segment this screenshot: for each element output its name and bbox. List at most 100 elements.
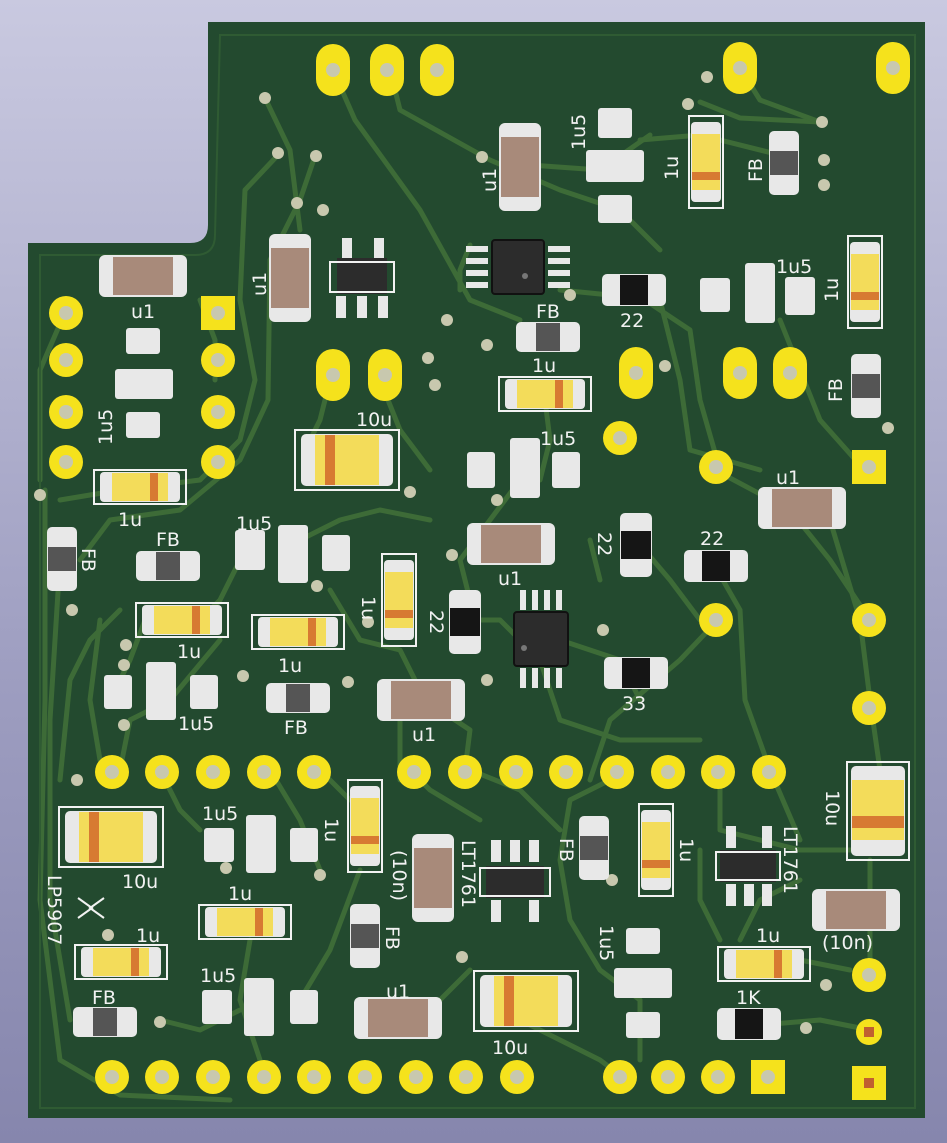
- cap-1u-mid2: [381, 553, 417, 647]
- label-fb-mid2: FB: [284, 717, 308, 739]
- label-10u-c: 10u: [821, 790, 843, 826]
- cap-10n-b: [812, 889, 900, 931]
- label-u1-left: u1: [131, 301, 155, 323]
- label-u1-bot: u1: [386, 981, 410, 1003]
- cap-1u-mid: [498, 376, 592, 412]
- pad-right-5: [852, 958, 886, 992]
- cap-10u-c: [846, 761, 910, 861]
- sot23-top: [329, 238, 395, 318]
- cap-1u5-botleft3: [202, 978, 318, 1036]
- pad-right-3: [852, 603, 886, 637]
- ic-msop-top: [466, 239, 570, 295]
- cap-10n-a: [412, 834, 454, 922]
- cap-1u5-botright: [614, 928, 672, 1038]
- label-u1-top-mid: u1: [479, 168, 501, 192]
- label-fb-left2: FB: [156, 529, 180, 551]
- label-1u-botleft: 1u: [228, 883, 252, 905]
- pad-left-6: [201, 395, 235, 429]
- cap-1u5-botleft2: [204, 815, 318, 873]
- label-22-a: 22: [620, 310, 644, 332]
- cap-1u5-botleft1: [104, 662, 218, 720]
- label-22-c: 22: [700, 528, 724, 550]
- res-1k: [717, 1008, 781, 1040]
- label-1u-botright: 1u: [675, 838, 697, 862]
- pad-mid-2: [368, 349, 402, 401]
- label-lt1761-a: LT1761: [457, 840, 479, 908]
- cap-1u-left: [93, 469, 187, 505]
- res-33: [604, 657, 668, 689]
- cap-1u5-left: [115, 328, 173, 438]
- label-1u5-top: 1u5: [568, 114, 590, 150]
- label-u1-right1: u1: [776, 467, 800, 489]
- cap-10u-a: [294, 429, 400, 491]
- pad-top-1: [316, 44, 350, 96]
- pad-right-sq: [852, 450, 886, 484]
- cap-u1-left: [99, 255, 187, 297]
- label-1u-mid2: 1u: [357, 596, 379, 620]
- ic-lt1761-a: [479, 840, 551, 922]
- pad-top-2: [370, 44, 404, 96]
- fb-topright: [769, 131, 799, 195]
- pad-top-4: [723, 42, 757, 94]
- pad-right-via: [603, 421, 637, 455]
- cap-1u-botmid: [347, 779, 383, 873]
- cap-1u-botleft: [198, 904, 292, 940]
- cap-u1-top-mid: [499, 123, 541, 211]
- fb-mid2: [266, 683, 330, 713]
- label-1u5-botright: 1u5: [595, 925, 617, 961]
- cap-1u-left2: [251, 614, 345, 650]
- label-fb-topright: FB: [745, 158, 767, 182]
- res-22-a: [602, 274, 666, 306]
- label-fb-mid: FB: [536, 301, 560, 323]
- cap-10u-b: [58, 806, 164, 868]
- cap-1u-botleft2: [74, 944, 168, 980]
- label-fb-bot2: FB: [381, 926, 403, 950]
- pad-left-2: [49, 343, 83, 377]
- label-10n-a: (10n): [388, 850, 410, 901]
- pad-right-1: [699, 450, 733, 484]
- fb-left2: [136, 551, 200, 581]
- cap-u1-right1: [758, 487, 846, 529]
- label-u1-mid2: u1: [412, 724, 436, 746]
- pad-mid-5: [773, 347, 807, 399]
- label-1u-botright2: 1u: [756, 925, 780, 947]
- label-fb-bot1: FB: [555, 838, 577, 862]
- label-1u-botleft2: 1u: [136, 925, 160, 947]
- cap-u1-bot: [354, 997, 442, 1039]
- pad-right-sq2: [852, 1066, 886, 1100]
- cap-u1-mid1: [467, 523, 555, 565]
- label-1u5-leftlow: 1u5: [236, 513, 272, 535]
- fb-bot1: [579, 816, 609, 880]
- label-1k: 1K: [736, 987, 761, 1009]
- label-10u-a: 10u: [356, 409, 392, 431]
- cap-1u-botright: [638, 803, 674, 897]
- label-33: 33: [622, 693, 646, 715]
- pad-top-5: [876, 42, 910, 94]
- label-10u-d: 10u: [492, 1037, 528, 1059]
- label-u1-top-left: u1: [249, 272, 271, 296]
- cap-10u-d: [473, 970, 579, 1032]
- label-1u5-botleft1: 1u5: [178, 713, 214, 735]
- fb-bot3: [73, 1007, 137, 1037]
- pad-right-6: [856, 1019, 882, 1045]
- pad-left-5: [201, 343, 235, 377]
- label-1u5-botleft2: 1u5: [202, 803, 238, 825]
- fb-right: [851, 354, 881, 418]
- cap-1u5-mid: [467, 438, 580, 498]
- label-1u-topright: 1u: [661, 156, 683, 180]
- label-1u-left: 1u: [118, 509, 142, 531]
- label-22-d: 22: [425, 610, 447, 634]
- ic-msop-mid: [513, 590, 569, 688]
- pad-right-2: [699, 603, 733, 637]
- cap-1u-botright2: [717, 946, 811, 982]
- res-22-d: [449, 590, 481, 654]
- label-22-b: 22: [593, 532, 615, 556]
- pad-top-3: [420, 44, 454, 96]
- label-1u-left2: 1u: [278, 655, 302, 677]
- cap-u1-top-left: [269, 234, 311, 322]
- label-10u-b: 10u: [122, 871, 158, 893]
- cap-1u-right: [847, 235, 883, 329]
- fb-mid: [516, 322, 580, 352]
- label-lp5907: LP5907: [43, 875, 65, 945]
